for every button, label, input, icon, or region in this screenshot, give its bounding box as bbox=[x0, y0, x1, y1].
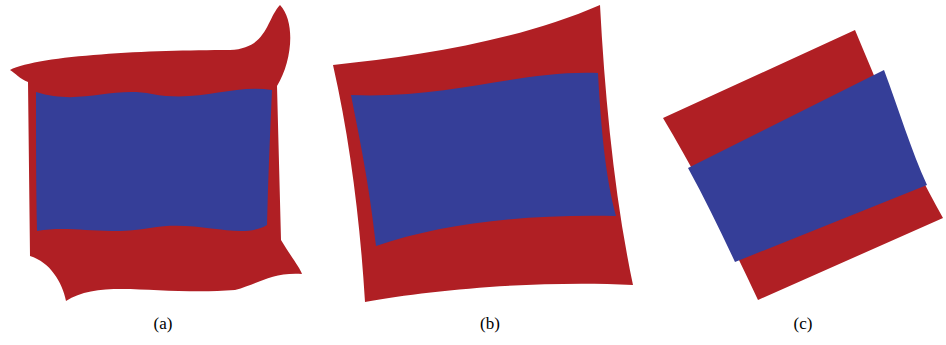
panel-label: (b) bbox=[480, 314, 500, 334]
blue-core-shape bbox=[36, 89, 272, 231]
panel-label: (a) bbox=[154, 314, 173, 334]
panel-label: (c) bbox=[794, 314, 813, 334]
blue-core-shape bbox=[351, 73, 616, 246]
red-band-shape bbox=[663, 30, 943, 300]
blue-core-shape bbox=[688, 70, 927, 262]
red-band-shape bbox=[333, 5, 633, 302]
deformed-square-c bbox=[663, 30, 943, 300]
deformed-square-b bbox=[333, 5, 633, 302]
deformed-square-a bbox=[10, 5, 302, 301]
red-band-shape bbox=[10, 5, 302, 301]
